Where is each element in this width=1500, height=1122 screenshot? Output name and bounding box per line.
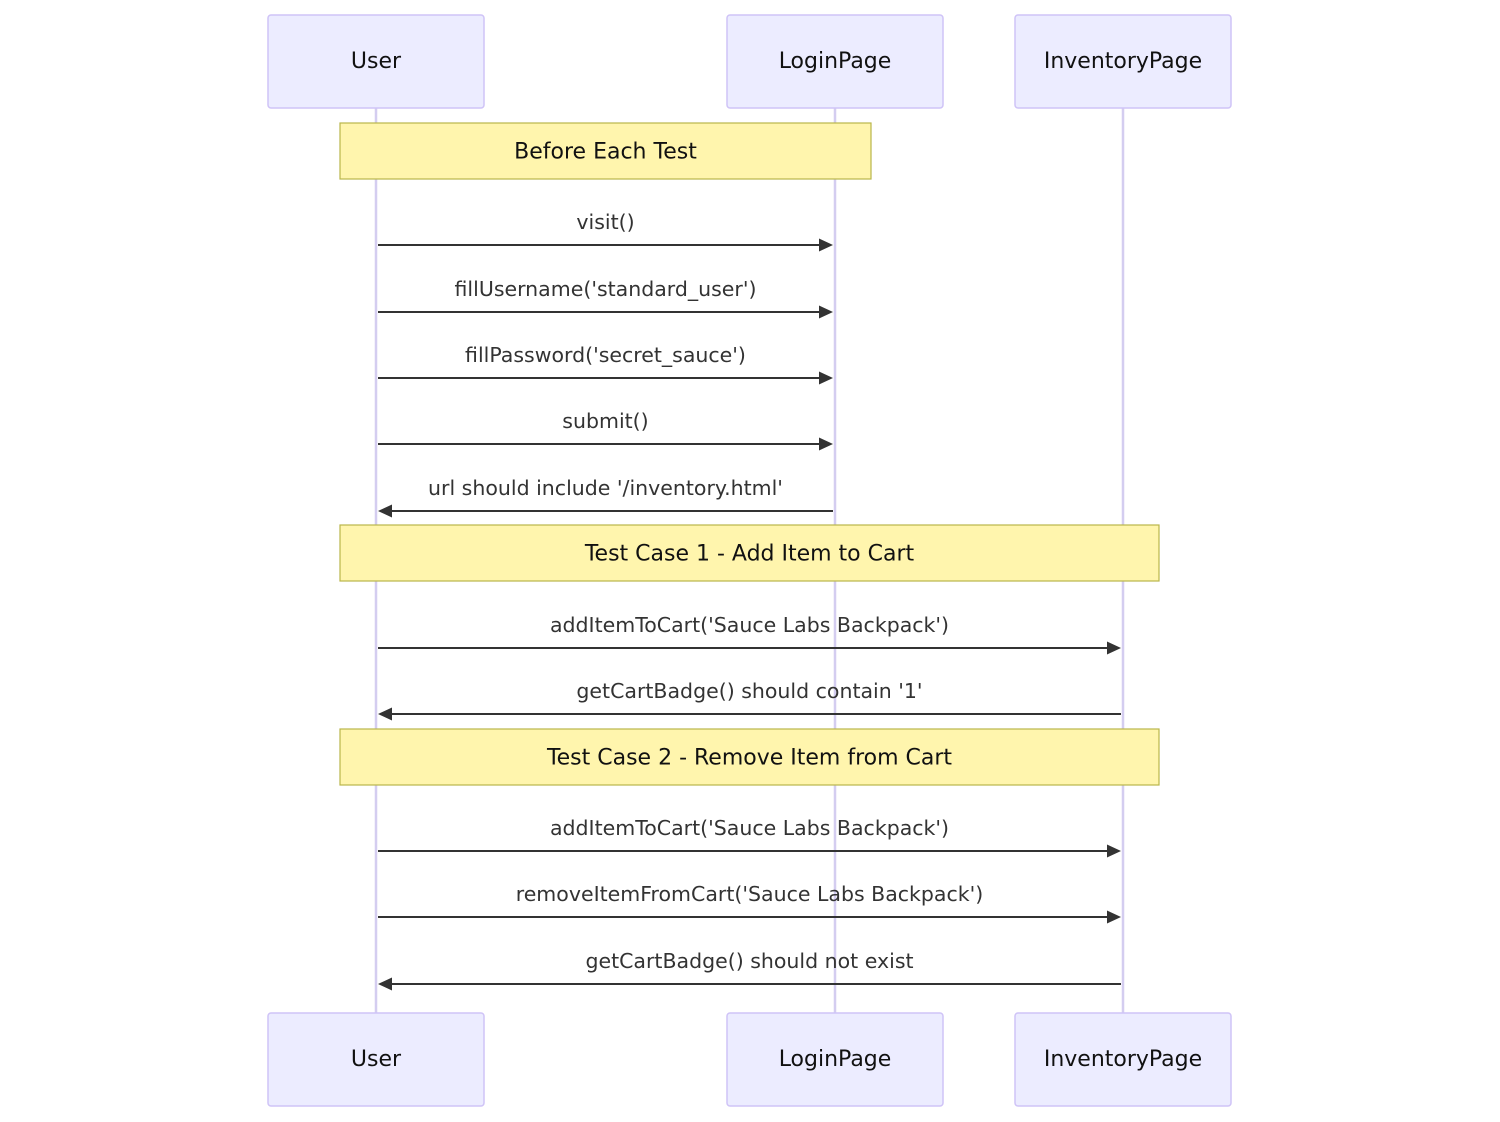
actor-label: LoginPage [779, 49, 892, 74]
message-label: url should include '/inventory.html' [428, 476, 783, 500]
message-label: visit() [576, 210, 634, 234]
message-2: fillUsername('standard_user') [378, 277, 833, 319]
message-label: removeItemFromCart('Sauce Labs Backpack'… [516, 882, 984, 906]
message-7: addItemToCart('Sauce Labs Backpack') [378, 613, 1121, 655]
actor-label: InventoryPage [1044, 49, 1202, 74]
message-1: visit() [378, 210, 833, 252]
actor-inventory-bottom: InventoryPage [1014, 1012, 1232, 1107]
message-11: removeItemFromCart('Sauce Labs Backpack'… [378, 882, 1121, 924]
actor-inventory-top: InventoryPage [1014, 14, 1232, 109]
actor-login-top: LoginPage [726, 14, 944, 109]
actor-user-top: User [267, 14, 485, 109]
actor-box [267, 1012, 485, 1107]
note-label: Test Case 2 - Remove Item from Cart [546, 746, 952, 771]
message-label: submit() [562, 409, 648, 433]
note-box [339, 524, 1160, 582]
message-label: addItemToCart('Sauce Labs Backpack') [550, 613, 949, 637]
message-label: addItemToCart('Sauce Labs Backpack') [550, 816, 949, 840]
actor-box [726, 1012, 944, 1107]
actor-box [1014, 1012, 1232, 1107]
message-3: fillPassword('secret_sauce') [378, 343, 833, 385]
actor-box [726, 14, 944, 109]
actor-login-bottom: LoginPage [726, 1012, 944, 1107]
message-4: submit() [378, 409, 833, 451]
message-5: url should include '/inventory.html' [378, 476, 833, 518]
note-box [339, 728, 1160, 786]
message-label: fillUsername('standard_user') [455, 277, 757, 302]
message-12: getCartBadge() should not exist [378, 949, 1121, 991]
actor-label: User [351, 49, 402, 74]
arrowhead-icon [819, 437, 833, 451]
actor-box [267, 14, 485, 109]
message-label: getCartBadge() should not exist [585, 949, 913, 973]
actor-user-bottom: User [267, 1012, 485, 1107]
actor-label: InventoryPage [1044, 1047, 1202, 1072]
arrowhead-icon [819, 238, 833, 252]
arrowhead-icon [378, 504, 392, 518]
actor-label: User [351, 1047, 402, 1072]
arrowhead-icon [1107, 844, 1121, 858]
arrowhead-icon [819, 371, 833, 385]
message-8: getCartBadge() should contain '1' [378, 679, 1121, 721]
note-9: Test Case 2 - Remove Item from Cart [339, 728, 1160, 786]
message-label: fillPassword('secret_sauce') [465, 343, 746, 368]
arrowhead-icon [1107, 910, 1121, 924]
note-box [339, 122, 872, 180]
actors-top: User LoginPage InventoryPage [267, 14, 1232, 109]
message-10: addItemToCart('Sauce Labs Backpack') [378, 816, 1121, 858]
note-0: Before Each Test [339, 122, 872, 180]
message-label: getCartBadge() should contain '1' [576, 679, 922, 703]
diagram-steps: Before Each Test visit() fillUsername('sta… [339, 122, 1160, 991]
note-label: Before Each Test [514, 140, 697, 165]
arrowhead-icon [1107, 641, 1121, 655]
actor-label: LoginPage [779, 1047, 892, 1072]
arrowhead-icon [378, 977, 392, 991]
arrowhead-icon [378, 707, 392, 721]
arrowhead-icon [819, 305, 833, 319]
actor-box [1014, 14, 1232, 109]
note-6: Test Case 1 - Add Item to Cart [339, 524, 1160, 582]
actors-bottom: User LoginPage InventoryPage [267, 1012, 1232, 1107]
note-label: Test Case 1 - Add Item to Cart [584, 542, 915, 567]
